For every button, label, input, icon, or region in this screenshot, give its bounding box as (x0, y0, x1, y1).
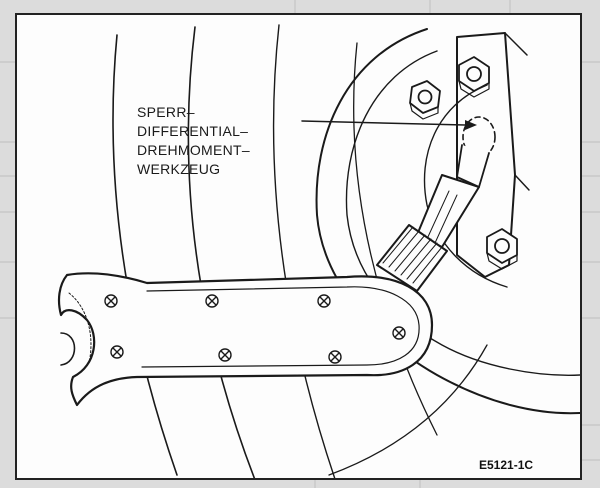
callout-line: DIFFERENTIAL– (137, 123, 249, 139)
rivet-icon (317, 294, 331, 308)
tool-shaft-shade (426, 190, 450, 240)
hex-nut-icon (486, 228, 518, 270)
housing-arc (328, 344, 488, 476)
tool-callout-label: SPERR– DIFFERENTIAL– DREHMOMENT– WERKZEU… (137, 103, 250, 179)
housing-arc (272, 24, 336, 478)
housing-arc (112, 34, 178, 476)
rivet-icon (110, 345, 124, 359)
housing-arc (353, 42, 438, 436)
tool-shaft-shade (434, 194, 458, 244)
handle-rivets (104, 294, 406, 364)
callout-arrowhead (465, 120, 477, 130)
ratchet-head-cutout (60, 332, 76, 366)
callout-line: DREHMOMENT– (137, 142, 250, 158)
tool-tip (456, 144, 490, 188)
callout-leader (301, 120, 466, 126)
rivet-icon (218, 348, 232, 362)
housing-arc (187, 26, 256, 478)
drive-plate-edge (514, 174, 530, 191)
rivet-icon (328, 350, 342, 364)
torque-tool-illustration (57, 24, 580, 478)
rivet-icon (104, 294, 118, 308)
hex-nut-icon (458, 56, 490, 98)
wrench-handle (57, 272, 434, 407)
rivet-icon (205, 294, 219, 308)
rivet-icon (392, 326, 406, 340)
hex-nut-icon (409, 80, 441, 120)
wrench-handle-inner (141, 286, 420, 368)
illustration-frame: SPERR– DIFFERENTIAL– DREHMOMENT– WERKZEU… (15, 13, 582, 480)
ratchet-head-scale (68, 292, 92, 364)
figure-id: E5121-1C (479, 458, 534, 472)
callout-line: WERKZEUG (137, 161, 221, 177)
drive-plate-edge (504, 32, 528, 56)
axle-flange-hub (423, 84, 508, 288)
callout-line: SPERR– (137, 104, 195, 120)
knurl-lines (382, 226, 443, 284)
